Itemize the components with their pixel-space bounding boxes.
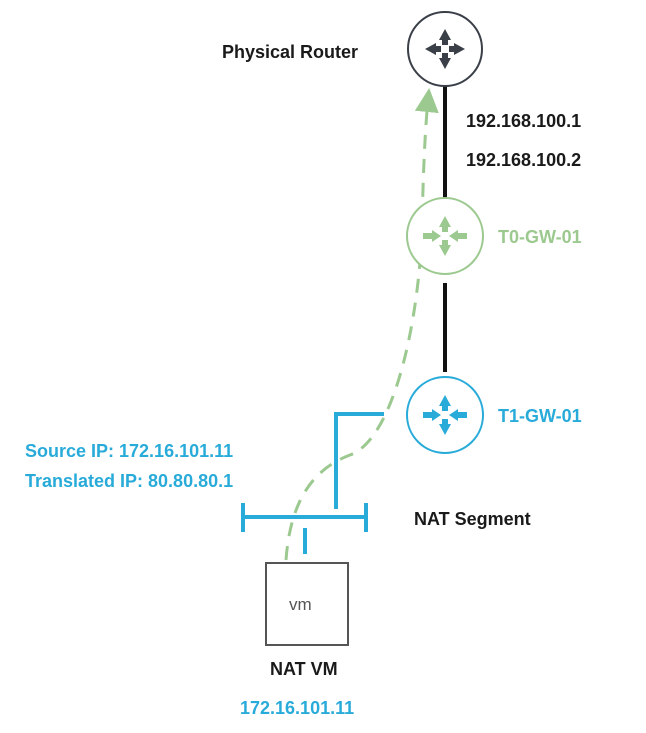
nat-vm-ip: 172.16.101.11 bbox=[240, 698, 355, 718]
router-uplink-ip: 192.168.100.1 bbox=[466, 111, 582, 131]
vm-box bbox=[265, 562, 349, 646]
link-t1-segment bbox=[334, 412, 384, 509]
t1-gateway-icon bbox=[406, 376, 484, 454]
physical-router-label: Physical Router bbox=[222, 42, 359, 62]
traffic-path bbox=[284, 88, 439, 561]
nat-translated-ip: Translated IP: 80.80.80.1 bbox=[25, 471, 234, 491]
nat-segment-label: NAT Segment bbox=[414, 509, 531, 529]
physical-router-icon bbox=[407, 11, 483, 87]
t0-gateway-icon bbox=[406, 197, 484, 275]
vm-icon-text: vm bbox=[289, 595, 312, 614]
t0-uplink-ip: 192.168.100.2 bbox=[466, 150, 582, 170]
t1-gateway-label: T1-GW-01 bbox=[498, 406, 582, 426]
nat-segment-bar bbox=[241, 503, 368, 532]
nat-source-ip: Source IP: 172.16.101.11 bbox=[25, 441, 234, 461]
t0-gateway-label: T0-GW-01 bbox=[498, 227, 582, 247]
nat-vm-label: NAT VM bbox=[270, 659, 338, 679]
